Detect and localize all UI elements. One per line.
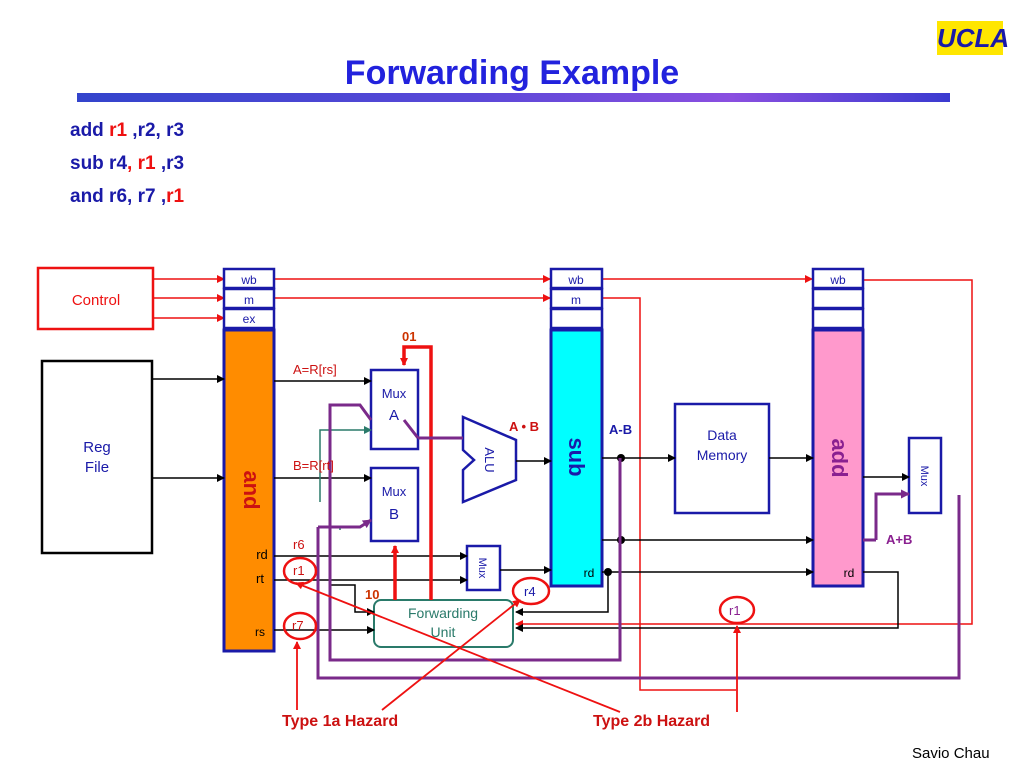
svg-text:Type 2b Hazard: Type 2b Hazard: [593, 713, 710, 730]
svg-text:rd: rd: [844, 566, 855, 580]
junction-dots: [604, 454, 625, 576]
svg-text:Unit: Unit: [431, 624, 456, 640]
svg-text:wb: wb: [240, 273, 257, 287]
hazard-arrows: [293, 581, 741, 713]
hazard-labels: Type 1a Hazard Type 2b Hazard: [282, 713, 710, 730]
alu: ALU: [461, 415, 518, 504]
pipeline-register-idex: wb m ex and rd rt rs: [222, 267, 276, 653]
control-box: Control: [36, 266, 155, 331]
title-divider: [77, 93, 950, 102]
svg-text:rd: rd: [256, 547, 268, 562]
author-credit: Savio Chau: [912, 745, 990, 762]
svg-text:Mux: Mux: [382, 484, 407, 499]
mux-writeback: Mux: [907, 436, 943, 515]
svg-text:rt: rt: [256, 571, 264, 586]
svg-text:01: 01: [402, 329, 416, 344]
data-memory: Data Memory: [673, 402, 771, 515]
svg-text:m: m: [244, 293, 254, 307]
mux-b: Mux B: [369, 466, 420, 543]
svg-text:Forwarding: Forwarding: [408, 605, 478, 621]
svg-text:A • B: A • B: [509, 419, 539, 434]
svg-text:Data: Data: [707, 427, 737, 443]
svg-text:ex: ex: [243, 312, 256, 326]
svg-text:rd: rd: [584, 566, 595, 580]
svg-text:r7: r7: [292, 618, 304, 633]
svg-text:Control: Control: [72, 292, 120, 309]
diagram-labels: A=R[rs] B=R[rt] 01 10 A • B A-B A+B r6 r…: [292, 329, 912, 633]
pipeline-register-exmem: wb m sub rd: [549, 267, 604, 588]
svg-text:B: B: [389, 506, 399, 523]
svg-text:sub: sub: [564, 437, 589, 476]
code-line-1: add r1 ,r2, r3: [70, 120, 185, 141]
svg-text:wb: wb: [567, 273, 584, 287]
ucla-logo: UCLA: [937, 21, 1010, 55]
svg-text:A=R[rs]: A=R[rs]: [293, 362, 337, 377]
svg-text:Type 1a Hazard: Type 1a Hazard: [282, 713, 398, 730]
datapath-wires: [274, 377, 910, 634]
svg-text:10: 10: [365, 587, 379, 602]
svg-text:A+B: A+B: [886, 532, 912, 547]
svg-text:and: and: [239, 470, 264, 509]
forwarding-control-wires: [319, 426, 372, 530]
control-lines: [153, 275, 973, 691]
mux-a: Mux A: [369, 368, 420, 451]
forwarding-unit: Forwarding Unit: [373, 599, 514, 648]
mux-select-signals: [391, 345, 433, 600]
svg-text:Mux: Mux: [918, 466, 930, 487]
svg-text:Mux: Mux: [476, 558, 488, 579]
svg-text:Reg: Reg: [83, 439, 111, 456]
forwarding-paths: [316, 403, 961, 680]
svg-text:wb: wb: [829, 273, 846, 287]
code-line-2: sub r4, r1 ,r3: [70, 153, 185, 174]
mux-rd: Mux: [465, 544, 502, 592]
svg-text:ALU: ALU: [482, 447, 497, 472]
regfile-to-pipeline-arrows: [152, 375, 225, 482]
page-title: Forwarding Example: [344, 54, 680, 92]
register-file: Reg File: [40, 359, 154, 555]
svg-text:rs: rs: [255, 625, 265, 639]
svg-text:r1: r1: [729, 603, 741, 618]
svg-text:r1: r1: [293, 563, 305, 578]
code-line-3: and r6, r7 ,r1: [70, 186, 185, 207]
svg-text:A-B: A-B: [609, 422, 632, 437]
svg-text:B=R[rt]: B=R[rt]: [293, 458, 334, 473]
svg-text:A: A: [389, 407, 399, 424]
pipeline-register-memwb: wb add rd: [811, 267, 865, 588]
svg-text:add: add: [827, 438, 852, 477]
svg-text:File: File: [85, 459, 109, 476]
svg-text:r6: r6: [293, 537, 305, 552]
svg-text:m: m: [571, 293, 581, 307]
hazard-markers: [282, 556, 756, 641]
svg-text:r4: r4: [524, 584, 536, 599]
svg-text:Memory: Memory: [697, 447, 748, 463]
svg-text:Mux: Mux: [382, 386, 407, 401]
